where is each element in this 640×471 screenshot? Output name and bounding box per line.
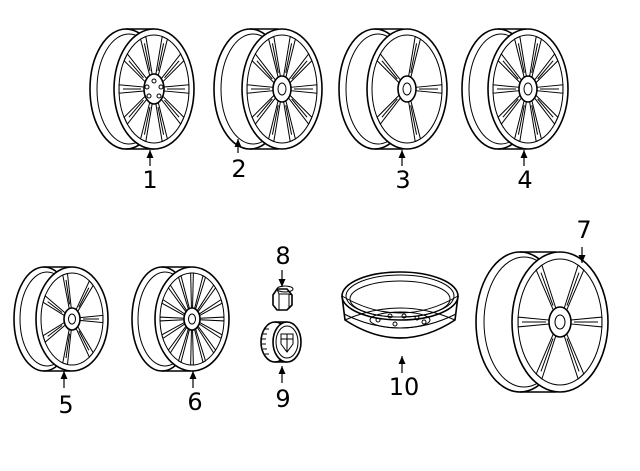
wheel-1-spoke-groove xyxy=(157,43,165,72)
callout-7: 7 xyxy=(576,216,592,263)
callout-number-3: 3 xyxy=(395,166,410,194)
callout-8: 8 xyxy=(275,242,291,287)
callout-arrow-4 xyxy=(520,150,528,158)
wheel-3 xyxy=(338,28,448,150)
callout-number-2: 2 xyxy=(231,155,246,183)
callout-number-8: 8 xyxy=(275,242,290,270)
wheel-3-spoke-groove xyxy=(410,105,418,135)
wheel-5 xyxy=(13,266,109,372)
wheel-5-spoke-groove xyxy=(47,325,63,337)
callout-number-9: 9 xyxy=(275,385,290,413)
wheel-1-spoke-groove xyxy=(157,106,165,135)
wheel-4 xyxy=(461,28,569,150)
callout-arrow-7 xyxy=(578,255,586,263)
wheel-7-spoke-groove xyxy=(540,338,554,372)
callout-4: 4 xyxy=(517,150,533,194)
wheel-6-spoke xyxy=(199,316,225,322)
wheel-6 xyxy=(131,266,230,372)
wheel-5-spoke-groove xyxy=(47,301,63,313)
wheel-7-spoke-groove xyxy=(566,338,580,372)
callout-arrow-1 xyxy=(146,150,154,158)
callout-1: 1 xyxy=(142,150,158,194)
callout-arrow-3 xyxy=(398,150,406,158)
callout-number-10: 10 xyxy=(389,373,420,401)
callout-9: 9 xyxy=(275,366,291,413)
wheel-7-spoke-groove xyxy=(540,272,554,306)
callout-arrow-10 xyxy=(398,356,406,364)
wheel-3-spoke-groove xyxy=(381,60,398,80)
callout-arrow-5 xyxy=(60,371,68,379)
wheel-2-spoke-groove xyxy=(256,60,273,80)
callout-arrow-2 xyxy=(234,139,242,147)
wheel-4-spoke-groove xyxy=(502,60,519,80)
wheel-1-spoke-groove xyxy=(164,60,180,79)
wheel-1 xyxy=(89,28,195,150)
wheel-4-spoke-groove xyxy=(502,98,519,118)
wheel-4-spoke-groove xyxy=(537,98,554,118)
callout-number-4: 4 xyxy=(517,166,532,194)
center-cap xyxy=(260,321,302,363)
wheel-5-spoke-groove xyxy=(78,330,90,351)
wheel-1-spoke-groove xyxy=(128,99,144,118)
wheel-6-spoke xyxy=(159,316,185,322)
wheel-4-spoke-groove xyxy=(517,43,525,73)
callout-3: 3 xyxy=(395,150,411,194)
wheel-2-spoke-groove xyxy=(271,105,279,135)
wheel-3-spoke-groove xyxy=(410,43,418,73)
wheel-4-spoke-groove xyxy=(537,60,554,80)
wheel-4-spoke-groove xyxy=(517,105,525,135)
wheel-2-spoke-groove xyxy=(256,98,273,118)
wheel-5-spoke-groove xyxy=(78,287,90,308)
wheel-1-spoke-groove xyxy=(164,99,180,118)
wheel-6-spoke xyxy=(190,329,194,366)
wheel-4-spokes xyxy=(492,35,564,143)
callout-arrow-6 xyxy=(189,371,197,379)
callout-number-7: 7 xyxy=(576,216,591,244)
callout-arrow-9 xyxy=(278,366,286,374)
wheel-2-spoke-groove xyxy=(285,43,293,73)
callout-number-1: 1 xyxy=(142,166,157,194)
wheel-2 xyxy=(213,28,323,150)
wheel-2-spoke-groove xyxy=(271,43,279,73)
wheel-5-spoke-groove xyxy=(65,333,71,359)
callout-number-6: 6 xyxy=(187,388,202,416)
wheel-1-spoke-groove xyxy=(143,43,151,72)
wheel-3-spoke-groove xyxy=(381,98,398,118)
callout-10: 10 xyxy=(389,356,420,401)
callout-number-5: 5 xyxy=(58,391,73,419)
wheel-4-spoke-groove xyxy=(531,43,539,73)
wheel-2-spoke-groove xyxy=(291,98,308,118)
callout-arrow-8 xyxy=(278,279,286,287)
wheel-1-spoke-groove xyxy=(143,106,151,135)
spare-wheel xyxy=(341,271,459,339)
callout-2: 2 xyxy=(231,139,247,183)
wheel-2-spoke-groove xyxy=(291,60,308,80)
wheel-7-spoke-groove xyxy=(566,272,580,306)
wheel-5-spoke-groove xyxy=(65,279,71,305)
callout-5: 5 xyxy=(58,371,74,419)
wheel-2-spokes xyxy=(246,35,318,143)
callout-6: 6 xyxy=(187,371,203,416)
wheel-1-spokes xyxy=(118,35,190,143)
wheel-6-spoke xyxy=(190,272,194,309)
wheel-1-spoke-groove xyxy=(128,60,144,79)
wheel-2-spoke-groove xyxy=(285,105,293,135)
wheel-4-spoke-groove xyxy=(531,105,539,135)
wheel-7 xyxy=(475,251,609,393)
callouts: 1 2 3 4 5 6 7 8 9 10 xyxy=(58,139,592,419)
lug-nut xyxy=(272,285,294,311)
